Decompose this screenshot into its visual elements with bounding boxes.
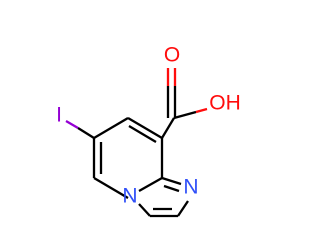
- bond-c8-c9: [127, 117, 163, 139]
- bond-c5-c6: [93, 177, 129, 199]
- atom-labels: I O OH N N: [56, 44, 241, 208]
- bond-carboxyl-oh-colored: [195, 107, 208, 114]
- iodine-label: I: [56, 104, 62, 127]
- structure-canvas: I O OH N N: [56, 44, 241, 218]
- bridgehead-nitrogen-label: N: [122, 185, 137, 208]
- bond-n1-c2: [177, 200, 189, 217]
- bond-c6-i-colored: [65, 120, 79, 129]
- carbonyl-oxygen-label: O: [164, 44, 180, 67]
- bond-carboxyl-oh: [173, 110, 197, 120]
- bond-c9-carboxyl: [161, 117, 175, 139]
- bond-c3-n4: [138, 203, 151, 217]
- bond-c8-c9-double: [128, 125, 157, 143]
- molecule-drawing: I O OH N N: [56, 44, 241, 218]
- hydroxyl-label: OH: [209, 92, 241, 115]
- bond-c7-c8: [93, 117, 129, 139]
- bonds: [65, 68, 208, 218]
- bond-c9a-n1: [161, 176, 182, 186]
- bond-c9a-n1-double: [163, 184, 180, 193]
- bond-c6-i: [77, 127, 95, 139]
- imidazole-nitrogen-label: N: [183, 176, 198, 199]
- bond-c9a-n4: [138, 176, 163, 193]
